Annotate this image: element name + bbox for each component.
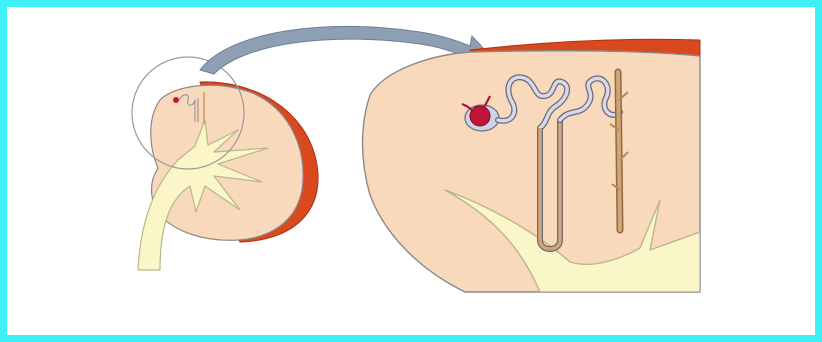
kidney-overview bbox=[132, 57, 318, 270]
glomerulus bbox=[470, 106, 490, 126]
kidney-magnified bbox=[363, 39, 701, 292]
collecting-duct-fill bbox=[618, 72, 620, 230]
mini-glomerulus bbox=[173, 97, 179, 103]
